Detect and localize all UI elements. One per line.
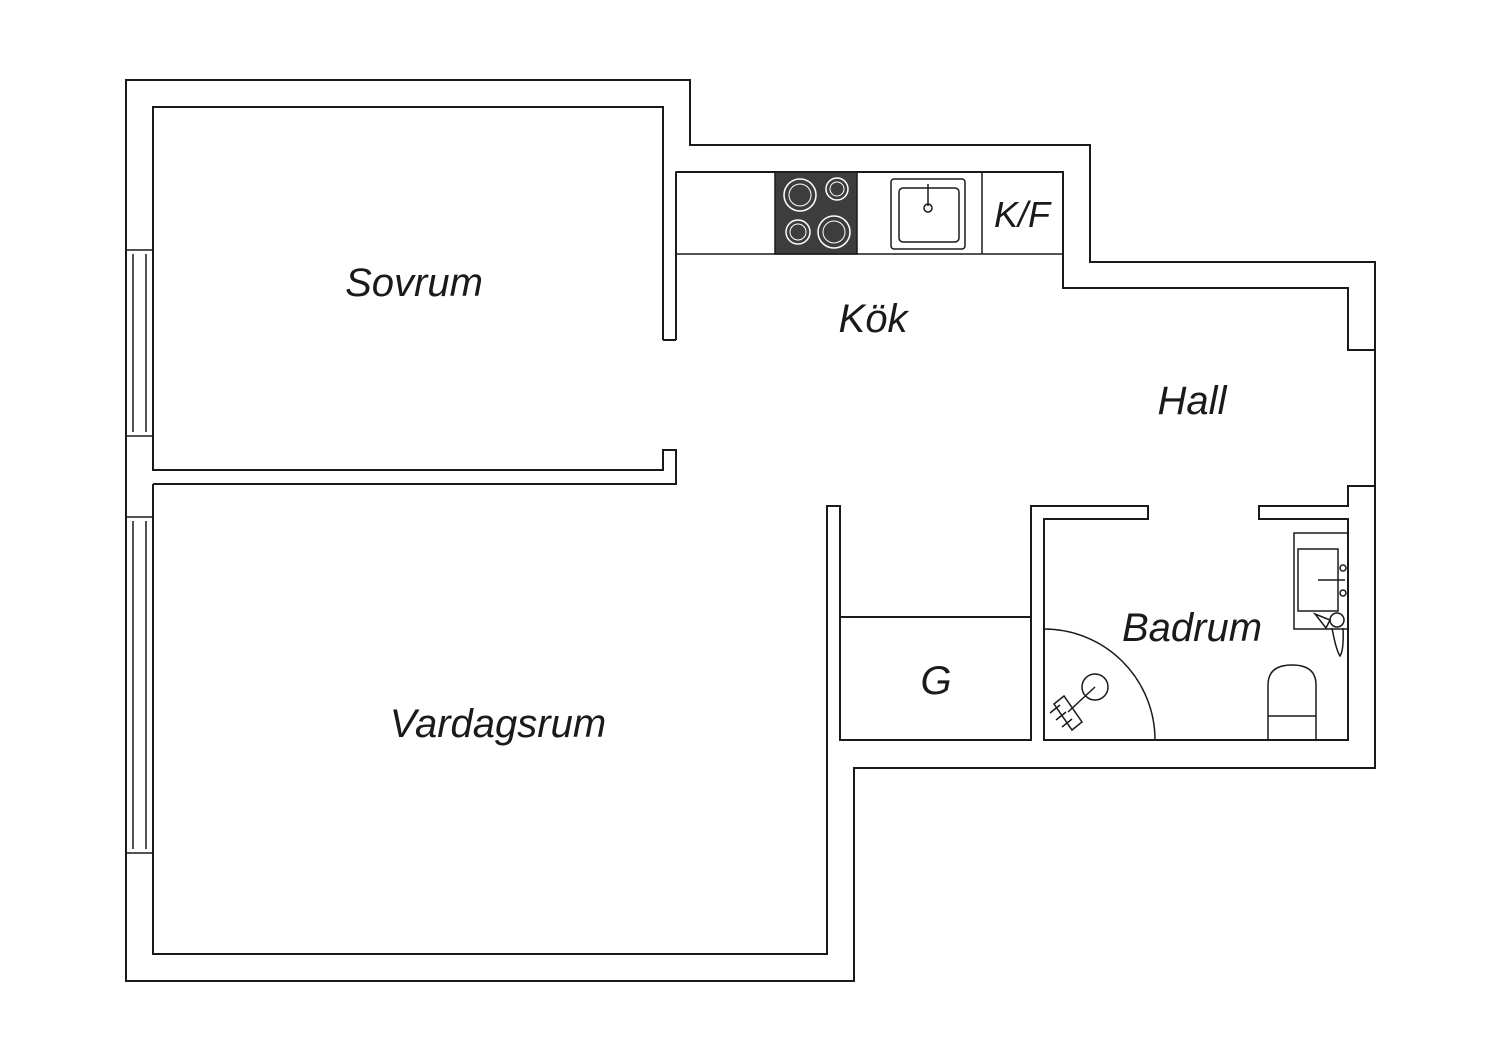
toilet-icon [1267, 664, 1317, 740]
bathroom-sink-icon [1293, 532, 1349, 658]
room-label-g: G [920, 659, 951, 703]
vardagsrum-wall [152, 484, 1375, 955]
window-icon [125, 249, 154, 854]
room-label-vardagsrum: Vardagsrum [390, 702, 606, 746]
kitchen-counter [675, 171, 1064, 255]
room-label-kf: K/F [994, 194, 1052, 235]
room-label-kok: Kök [839, 297, 910, 341]
room-label-badrum: Badrum [1122, 606, 1262, 650]
room-label-hall: Hall [1158, 379, 1228, 423]
shower-icon [1043, 628, 1156, 741]
stove-icon [774, 171, 858, 255]
kitchen-sink-icon [890, 178, 966, 250]
outer-wall [125, 79, 1376, 982]
room-label-sovrum: Sovrum [345, 261, 483, 305]
